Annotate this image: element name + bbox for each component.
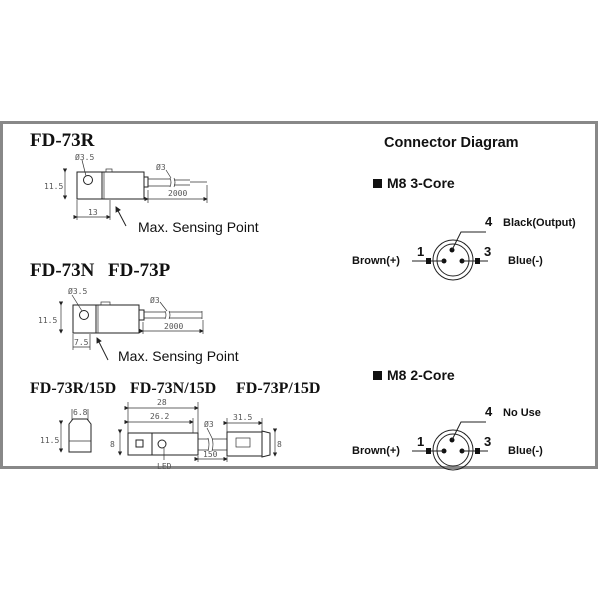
m8-2core-title: M8 2-Core xyxy=(387,367,455,383)
dim-cable-diameter: Ø3 xyxy=(204,419,214,429)
model-title-fd73p-15d: FD-73P/15D xyxy=(236,380,320,397)
pin-4-number: 4 xyxy=(485,214,493,229)
led-label: LED xyxy=(157,462,172,471)
fd73np-drawing xyxy=(58,294,204,361)
connector-diagram-title: Connector Diagram xyxy=(384,135,519,151)
frame-border xyxy=(0,121,598,469)
dim-cable-length: 2000 xyxy=(168,189,187,198)
dim-offset: 13 xyxy=(88,208,98,217)
dim-pigtail-length: 150 xyxy=(203,450,218,459)
dim-offset: 7.5 xyxy=(74,338,89,347)
dim-hole-diameter: Ø3.5 xyxy=(68,286,87,296)
pin-1-number: 1 xyxy=(417,244,424,259)
sensing-point-label: Max. Sensing Point xyxy=(118,348,239,364)
model-title-fd73r: FD-73R xyxy=(30,130,95,151)
pin-4-label: No Use xyxy=(503,407,541,419)
pin-1-number: 1 xyxy=(417,434,424,449)
m8-2core-pinout xyxy=(412,421,488,471)
square-bullet-icon xyxy=(373,371,382,380)
m8-3core-title: M8 3-Core xyxy=(387,175,455,191)
model-title-fd73n-15d: FD-73N/15D xyxy=(130,380,216,397)
pin-4-label: Black(Output) xyxy=(503,217,576,229)
dim-hole-diameter: Ø3.5 xyxy=(75,152,94,162)
sensing-point-label: Max. Sensing Point xyxy=(138,219,259,235)
dim-cable-diameter: Ø3 xyxy=(150,295,160,305)
dim-cable-diameter: Ø3 xyxy=(156,162,166,172)
pin-4-number: 4 xyxy=(485,404,493,419)
dim-connector-length: 31.5 xyxy=(233,413,252,422)
pin-1-label: Brown(+) xyxy=(352,445,400,457)
model-title-fd73p: FD-73P xyxy=(108,260,171,281)
pin-3-label: Blue(-) xyxy=(508,445,543,457)
model-title-fd73r-15d: FD-73R/15D xyxy=(30,380,116,397)
dim-body-height: 8 xyxy=(110,440,115,449)
fd73-15d-drawing xyxy=(58,402,278,462)
pin-3-number: 3 xyxy=(484,244,491,259)
square-bullet-icon xyxy=(373,179,382,188)
pin-3-number: 3 xyxy=(484,434,491,449)
pin-1-label: Brown(+) xyxy=(352,255,400,267)
dim-height: 11.5 xyxy=(40,436,59,445)
dim-width: 6.8 xyxy=(73,408,88,417)
dim-height: 11.5 xyxy=(44,182,63,191)
dim-connector-height: 8 xyxy=(277,440,282,449)
pin-3-label: Blue(-) xyxy=(508,255,543,267)
dim-body-length: 26.2 xyxy=(150,412,169,421)
dim-height: 11.5 xyxy=(38,316,57,325)
dim-cable-length: 2000 xyxy=(164,322,183,331)
model-title-fd73n: FD-73N xyxy=(30,260,95,281)
m8-3core-pinout xyxy=(412,231,488,281)
fd73r-drawing xyxy=(62,159,208,227)
dim-total-length: 28 xyxy=(157,398,167,407)
